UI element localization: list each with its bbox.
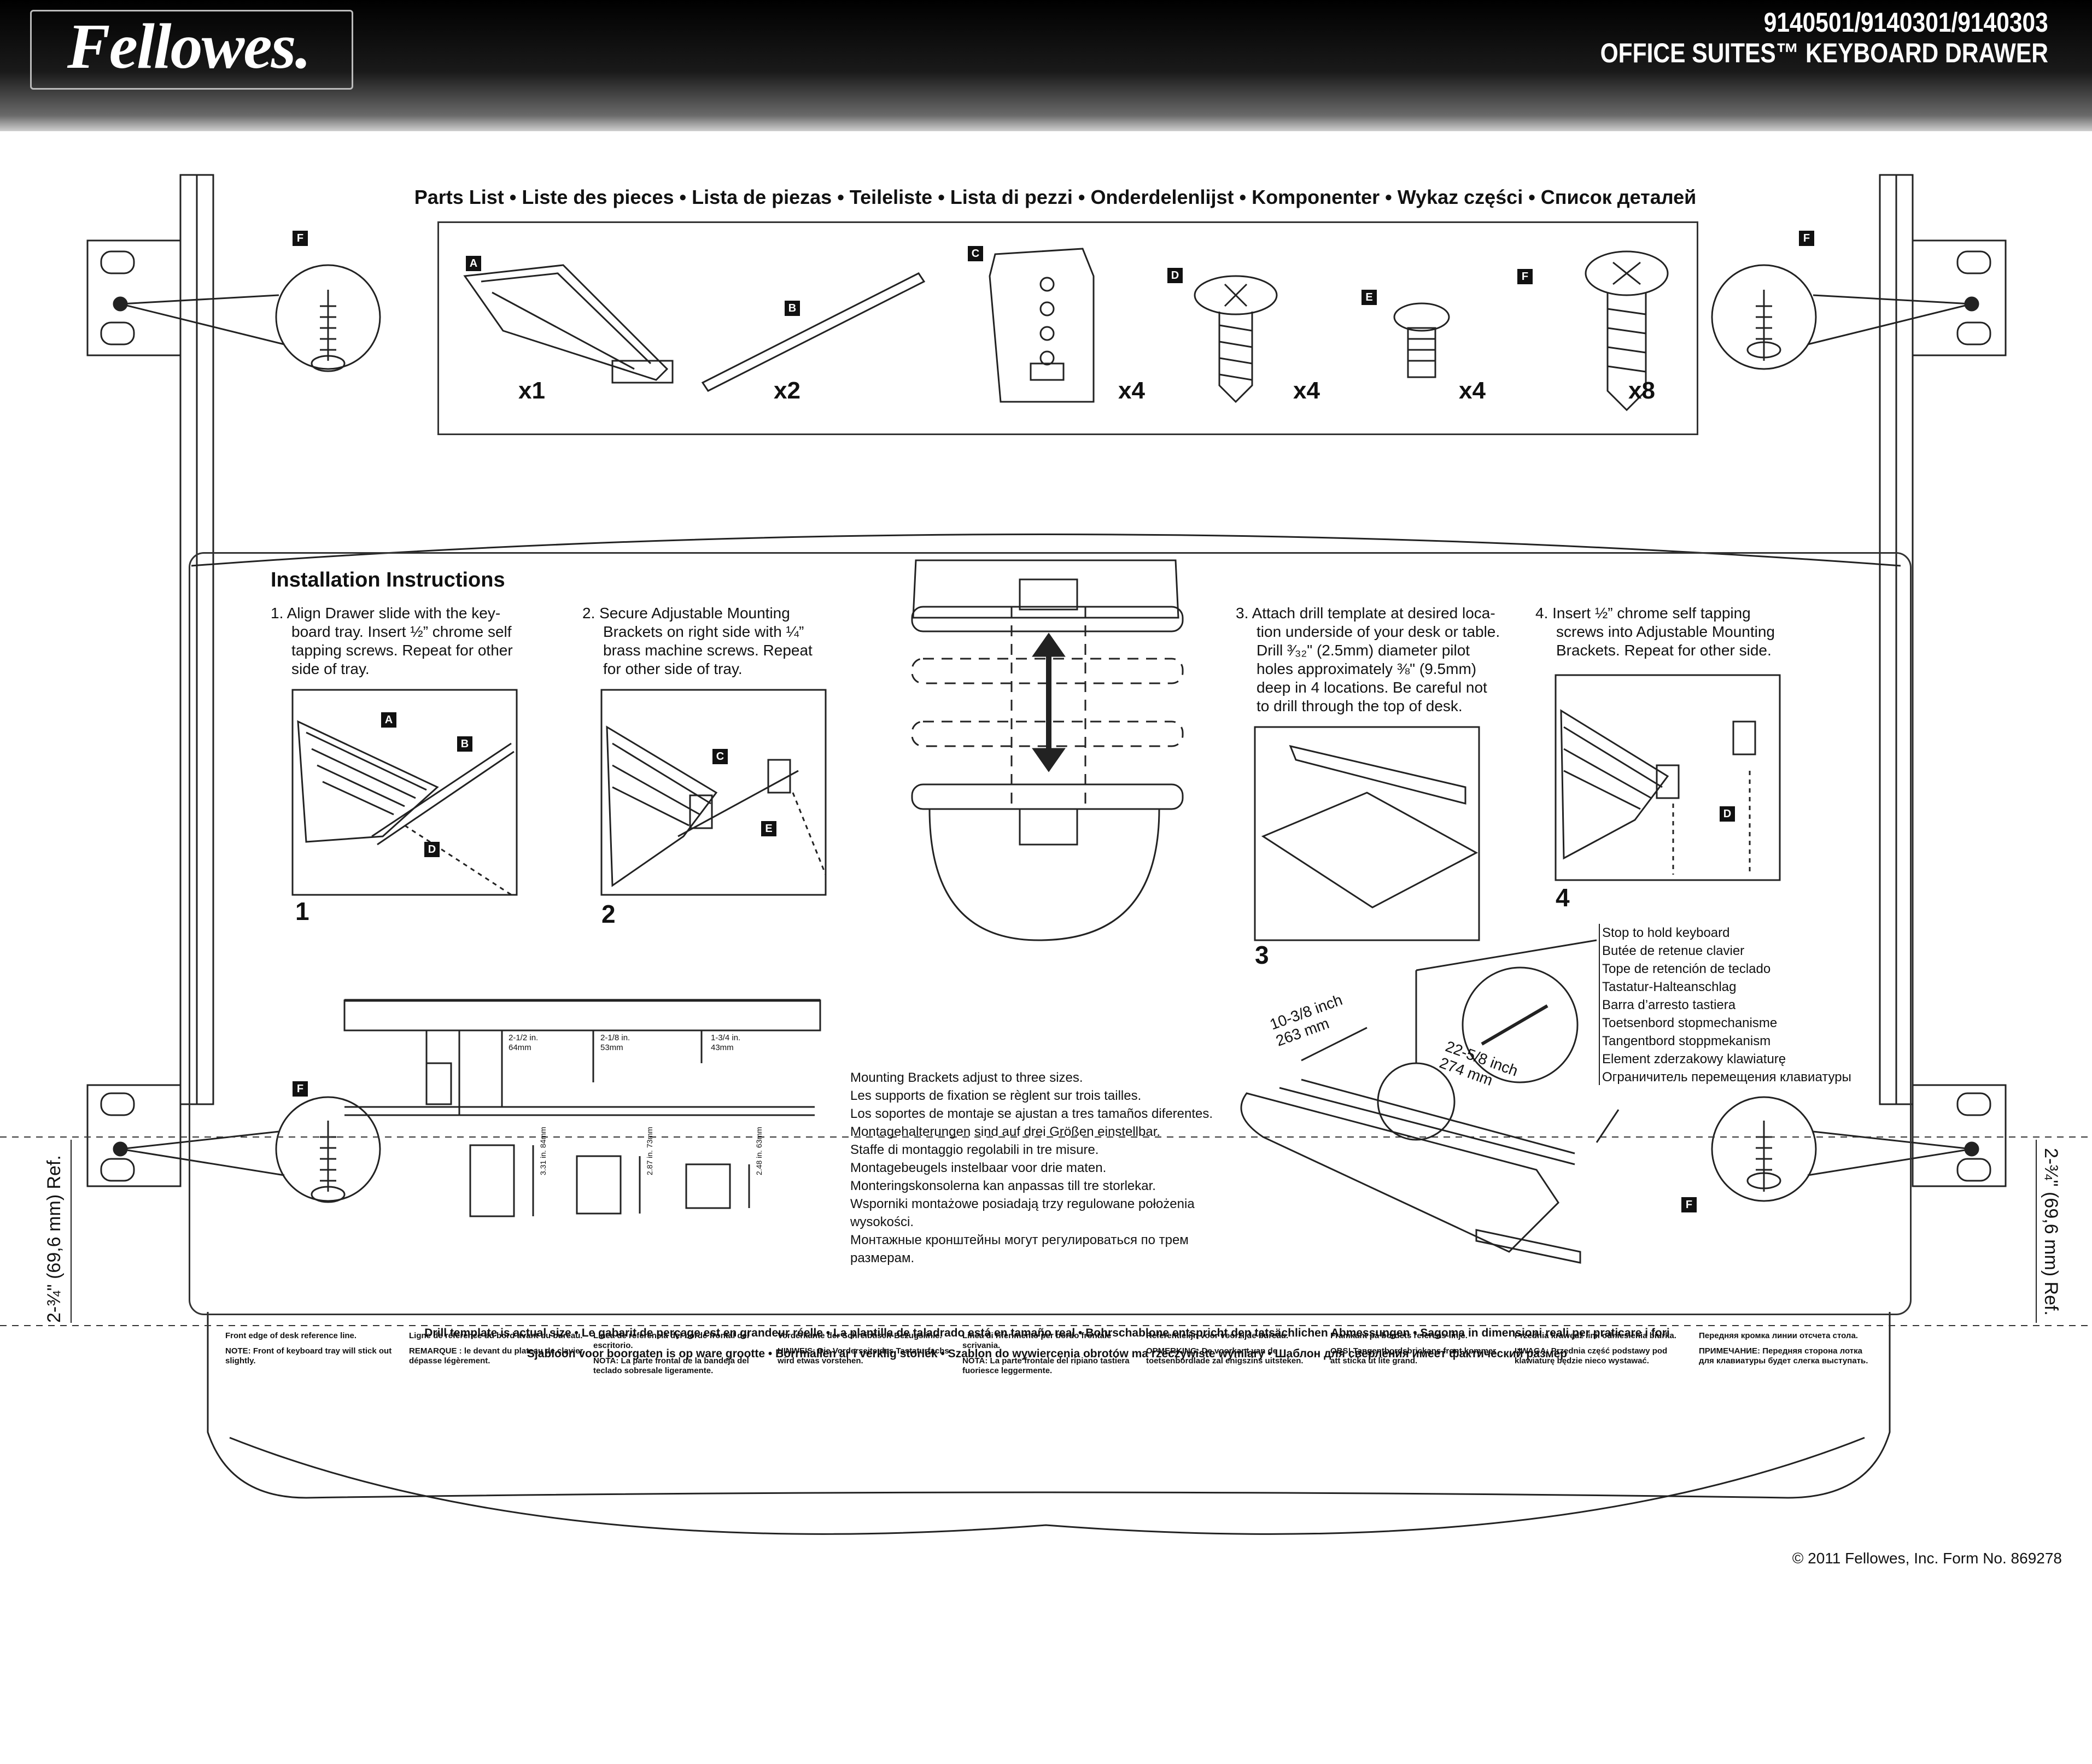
step-3-text: 3. Attach drill template at desired loca…	[1236, 605, 1500, 714]
step-4-number: 4	[1556, 883, 1570, 912]
step-2-label-c: C	[712, 749, 728, 764]
part-letter-f: F	[1517, 269, 1533, 284]
reference-note-de: Vorderkante der Schreibtisch-Bezugslinie…	[778, 1331, 949, 1366]
parts-list-title: Parts List • Liste des pieces • Lista de…	[414, 186, 1697, 208]
callout-letter-top-left: F	[293, 231, 308, 246]
mounting-bracket-note: Mounting Brackets adjust to three sizes.…	[850, 1070, 1213, 1265]
part-qty-a: x1	[518, 377, 545, 404]
step-4-label-d: D	[1720, 806, 1735, 822]
part-c-bracket-icon	[989, 248, 1095, 403]
step-4-text: 4. Insert ½” chrome self tapping screws …	[1535, 605, 1775, 659]
height-dim-1: 2-1/2 in.64mm	[509, 1033, 539, 1052]
side-reference-left: 2-¾" (69,6 mm) Ref.	[44, 1155, 65, 1323]
part-qty-c: x4	[1118, 377, 1145, 404]
model-numbers: 9140501/9140301/9140303	[1764, 7, 2048, 38]
part-letter-c: C	[968, 246, 983, 261]
bracket-size-diagram	[469, 1144, 750, 1217]
drawer-perspective	[1240, 939, 1620, 1264]
bracket-size-1: 3.31 in. 84mm	[539, 1127, 547, 1175]
brand-logo: Fellowes.	[67, 10, 311, 82]
installation-title: Installation Instructions	[271, 569, 505, 591]
part-d-screw-icon	[1194, 275, 1278, 403]
copyright-line: © 2011 Fellowes, Inc. Form No. 869278	[1792, 1550, 2062, 1567]
part-qty-b: x2	[774, 377, 800, 404]
reference-note-it: Linea di riferimento per bordo frontale …	[962, 1331, 1130, 1375]
reference-note-sv: Framkant på bordets referens-linje.OBS! …	[1330, 1331, 1497, 1366]
part-b-slide-icon	[701, 272, 926, 392]
part-e-screw-icon	[1393, 302, 1450, 378]
step-1-label-a: A	[381, 712, 396, 728]
part-qty-f: x8	[1628, 377, 1655, 404]
part-f-screw-icon	[1585, 250, 1669, 412]
reference-note-ru: Передняя кромка линии отсчета стола.ПРИМ…	[1699, 1331, 1868, 1366]
part-a-tray-icon	[463, 264, 669, 381]
bracket-height-diagram	[343, 999, 821, 1116]
step-2-frame	[600, 689, 827, 896]
part-qty-e: x4	[1459, 377, 1486, 404]
part-letter-e: E	[1361, 290, 1377, 305]
height-dim-2: 2-1/8 in.53mm	[600, 1033, 630, 1052]
step-3-number: 3	[1255, 941, 1269, 969]
reference-note-nl: Referentielijn voor voorzijde bureau.OPM…	[1146, 1331, 1304, 1366]
step-3-frame	[1254, 726, 1480, 941]
step-2-label-e: E	[761, 821, 776, 836]
callout-letter-top-right: F	[1799, 231, 1814, 246]
drawer-front-view	[911, 559, 1184, 941]
reference-note-es: Línea de referencia del borde frontal de…	[593, 1331, 750, 1375]
template-actual-size-note-1: Drill template is actual size • Le gabar…	[424, 1327, 1670, 1339]
parts-illustrations	[463, 248, 1669, 412]
reference-note-en: Front edge of desk reference line.NOTE: …	[225, 1331, 392, 1366]
step-1-number: 1	[295, 897, 309, 925]
step-1-label-d: D	[424, 842, 440, 857]
reference-note-fr: Ligne de référence du bord avant du bure…	[409, 1331, 583, 1366]
brand-logo-frame	[30, 10, 353, 90]
callout-letter-bottom-right: F	[1681, 1197, 1697, 1212]
part-qty-d: x4	[1293, 377, 1320, 404]
step-1-text: 1. Align Drawer slide with the key- boar…	[271, 605, 513, 677]
header-bar	[0, 0, 2092, 131]
step-4-frame	[1555, 674, 1781, 881]
keyboard-stop-note: Stop to hold keyboard Butée de retenue c…	[1602, 925, 1851, 1085]
part-letter-a: A	[466, 256, 481, 271]
parts-list-box	[437, 221, 1698, 435]
part-letter-d: D	[1167, 268, 1183, 283]
step-1-frame	[291, 689, 518, 896]
reference-note-pl: Przednia krawędź linii odniesienia biurk…	[1515, 1331, 1676, 1366]
step-2-number: 2	[601, 900, 616, 928]
installation-panel	[189, 552, 1912, 1315]
side-reference-right: 2-¾" (69,6 mm) Ref.	[2041, 1148, 2061, 1316]
height-dim-3: 1-3/4 in.43mm	[711, 1033, 741, 1052]
bracket-size-2: 2.87 in. 73mm	[645, 1127, 654, 1175]
step-1-label-b: B	[457, 736, 472, 752]
template-actual-size-note-2: Sjabloon voor boorgaten is op ware groot…	[527, 1347, 1568, 1360]
bracket-size-3: 2.48 in. 63mm	[755, 1127, 763, 1175]
callout-letter-bottom-left: F	[293, 1081, 308, 1097]
step-2-text: 2. Secure Adjustable Mounting Brackets o…	[582, 605, 813, 677]
part-letter-b: B	[785, 301, 800, 316]
product-name: OFFICE SUITES™ KEYBOARD DRAWER	[1600, 38, 2048, 68]
